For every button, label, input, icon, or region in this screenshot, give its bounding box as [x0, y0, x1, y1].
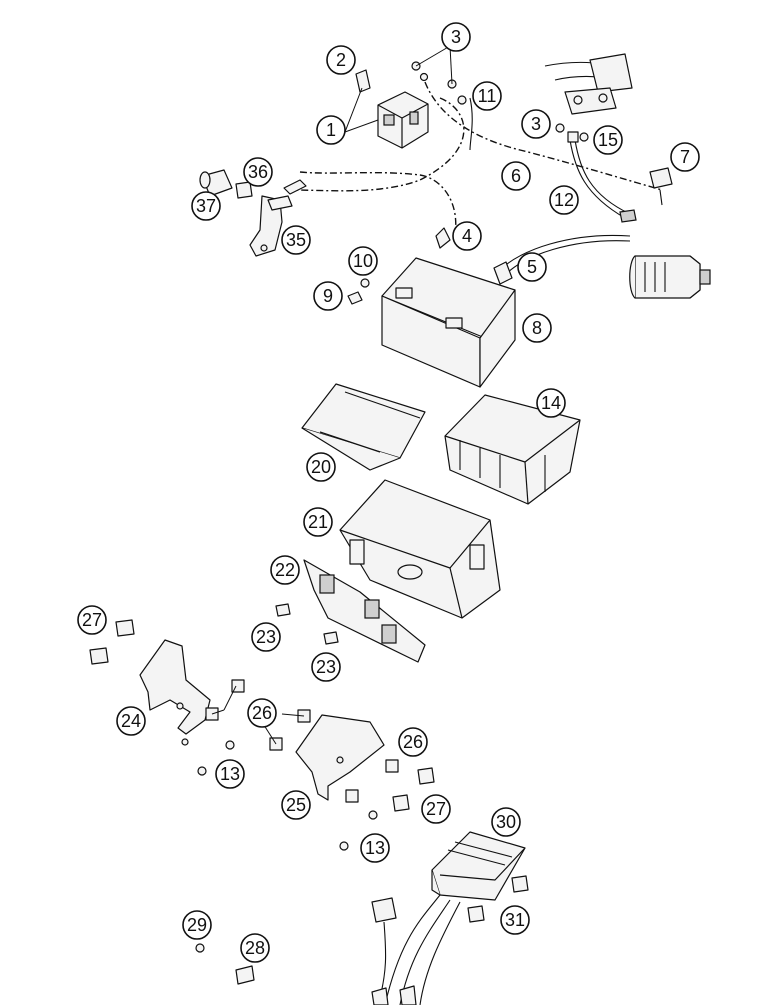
callout-label: 24 [121, 711, 141, 731]
callout-label: 21 [308, 512, 328, 532]
callout-28[interactable]: 28 [240, 933, 270, 963]
battery-cable-negative [493, 234, 631, 285]
callout-label: 26 [403, 732, 423, 752]
callout-10[interactable]: 10 [348, 246, 378, 276]
callout-1[interactable]: 1 [316, 115, 346, 145]
callout-label: 3 [531, 114, 541, 134]
callout-25[interactable]: 25 [281, 790, 311, 820]
callout-label: 25 [286, 795, 306, 815]
battery-box [339, 479, 501, 619]
callouts: 1 2 3 3 4 5 6 7 8 9 10 11 12 13 13 14 15… [77, 22, 700, 963]
callout-13-left[interactable]: 13 [215, 759, 245, 789]
callout-label: 3 [451, 27, 461, 47]
callout-2[interactable]: 2 [326, 45, 356, 75]
callout-29[interactable]: 29 [182, 910, 212, 940]
callout-label: 26 [252, 703, 272, 723]
callout-3-right[interactable]: 3 [521, 109, 551, 139]
callout-label: 7 [680, 147, 690, 167]
callout-37[interactable]: 37 [191, 191, 221, 221]
battery-tray-insert [444, 394, 581, 505]
callout-label: 23 [256, 627, 276, 647]
callout-27-right[interactable]: 27 [421, 794, 451, 824]
callout-label: 27 [82, 610, 102, 630]
screws [275, 603, 339, 645]
callout-30[interactable]: 30 [491, 807, 521, 837]
callout-label: 23 [316, 657, 336, 677]
callout-label: 4 [462, 226, 472, 246]
callout-27-left[interactable]: 27 [77, 605, 107, 635]
callout-23-top[interactable]: 23 [251, 622, 281, 652]
callout-label: 10 [353, 251, 373, 271]
callout-31[interactable]: 31 [500, 905, 530, 935]
mounting-plate [303, 559, 426, 663]
callout-label: 15 [598, 130, 618, 150]
battery [381, 257, 516, 388]
callout-3-top[interactable]: 3 [441, 22, 471, 52]
callout-4[interactable]: 4 [452, 221, 482, 251]
bracket-left [139, 639, 211, 746]
callout-8[interactable]: 8 [522, 313, 552, 343]
starter-relay [355, 69, 429, 149]
battery-cover [301, 383, 426, 471]
callout-label: 29 [187, 915, 207, 935]
wiring-harness [289, 81, 673, 249]
callout-26-right[interactable]: 26 [398, 727, 428, 757]
callout-label: 35 [286, 230, 306, 250]
small-parts-bottom [195, 943, 255, 985]
callout-26-left[interactable]: 26 [247, 698, 277, 728]
bracket-and-connector [199, 169, 307, 257]
callout-23-bottom[interactable]: 23 [311, 652, 341, 682]
callout-15[interactable]: 15 [593, 125, 623, 155]
bracket-right [295, 714, 385, 801]
callout-20[interactable]: 20 [306, 452, 336, 482]
callout-21[interactable]: 21 [303, 507, 333, 537]
callout-label: 13 [365, 838, 385, 858]
callout-label: 8 [532, 318, 542, 338]
callout-label: 20 [311, 457, 331, 477]
voltage-regulator [431, 831, 529, 923]
callout-12[interactable]: 12 [549, 185, 579, 215]
starter-cable [567, 131, 637, 223]
callout-5[interactable]: 5 [517, 252, 547, 282]
callout-label: 31 [505, 910, 525, 930]
regulator-wiring [371, 894, 461, 1005]
callout-label: 30 [496, 812, 516, 832]
callout-6[interactable]: 6 [501, 161, 531, 191]
screws-13 [197, 740, 378, 851]
callout-label: 5 [527, 257, 537, 277]
parts-illustration [89, 53, 711, 1005]
callout-label: 2 [336, 50, 346, 70]
callout-label: 36 [248, 162, 268, 182]
callout-label: 12 [554, 190, 574, 210]
callout-label: 1 [326, 120, 336, 140]
starter-motor [629, 255, 711, 299]
callout-label: 27 [426, 799, 446, 819]
callout-35[interactable]: 35 [281, 225, 311, 255]
callout-13-right[interactable]: 13 [360, 833, 390, 863]
callout-label: 28 [245, 938, 265, 958]
small-bolts [347, 61, 589, 305]
callout-label: 37 [196, 196, 216, 216]
callout-22[interactable]: 22 [270, 555, 300, 585]
callout-label: 22 [275, 560, 295, 580]
callout-14[interactable]: 14 [536, 388, 566, 418]
callout-11[interactable]: 11 [472, 81, 502, 111]
callout-label: 6 [511, 166, 521, 186]
handlebar-clamp [544, 53, 633, 115]
callout-7[interactable]: 7 [670, 142, 700, 172]
callout-36[interactable]: 36 [243, 157, 273, 187]
callout-label: 13 [220, 764, 240, 784]
callout-label: 14 [541, 393, 561, 413]
callout-label: 11 [478, 86, 497, 106]
grommets [89, 619, 435, 812]
callout-label: 9 [323, 286, 333, 306]
callout-24[interactable]: 24 [116, 706, 146, 736]
callout-9[interactable]: 9 [313, 281, 343, 311]
